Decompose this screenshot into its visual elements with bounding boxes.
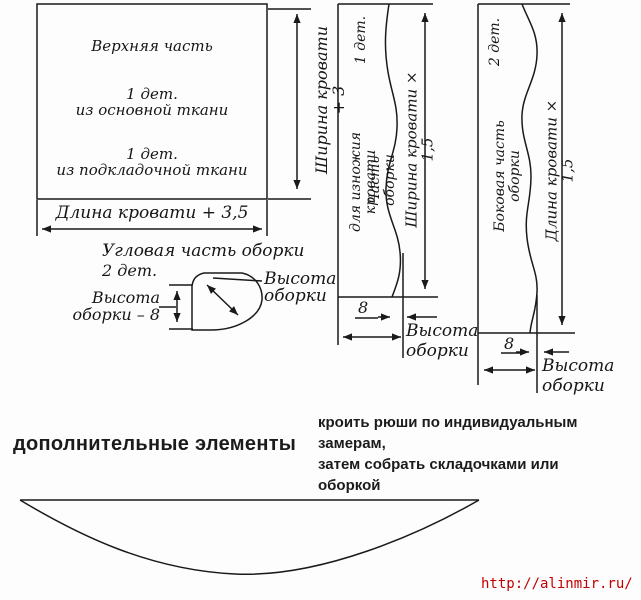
corner-piece-qty: 2 дет.	[102, 261, 158, 280]
side-strip-qty: 2 дет.	[487, 17, 503, 67]
top-panel-piece1-qty: 1 дет.	[126, 85, 178, 103]
foot-strip-hem-value: 8	[358, 298, 369, 317]
side-strip-hem-value: 8	[504, 334, 515, 353]
extras-title: дополнительные элементы	[13, 433, 297, 455]
side-strip-length-dimension-label: Длина кровати × 1,5	[542, 99, 577, 242]
foot-strip-length-dimension-label: Ширина кровати × 1,5	[402, 71, 437, 228]
corner-piece-outline	[191, 272, 263, 331]
top-panel-piece2-qty: 1 дет.	[126, 145, 178, 163]
foot-strip-qty: 1 дет.	[353, 15, 369, 65]
foot-strip-wavy-edge	[384, 3, 402, 298]
side-strip-wavy-edge	[521, 3, 538, 334]
extras-instructions: кроить рюши по индивидуальным замерам, з…	[318, 414, 578, 494]
top-panel-piece2-fabric: из подкладочной ткани	[56, 161, 248, 179]
top-panel-right-dimension-label: Ширина кровати + 3	[312, 25, 348, 175]
crescent-outline	[19, 499, 480, 575]
top-panel-piece1-fabric: из основной ткани	[75, 101, 229, 119]
foot-strip-height-dimension-label: Высота оборки	[406, 321, 479, 361]
source-url: http://alinmir.ru/	[481, 576, 633, 592]
side-strip-height-dimension-label: Высота оборки	[542, 356, 615, 396]
top-panel-title: Верхняя часть	[91, 37, 213, 55]
corner-piece-title: Угловая часть оборки	[102, 241, 305, 261]
side-strip-name: Боковая часть оборки	[492, 120, 523, 232]
corner-piece-left-dimension-label: Высота оборки – 8	[72, 288, 160, 324]
corner-piece-right-dimension-label: Высота оборки	[264, 269, 337, 306]
top-panel-outline	[36, 3, 268, 200]
top-panel-bottom-dimension-label: Длина кровати + 3,5	[55, 203, 249, 223]
foot-strip-name-line2: для изножия кровати	[348, 132, 379, 233]
